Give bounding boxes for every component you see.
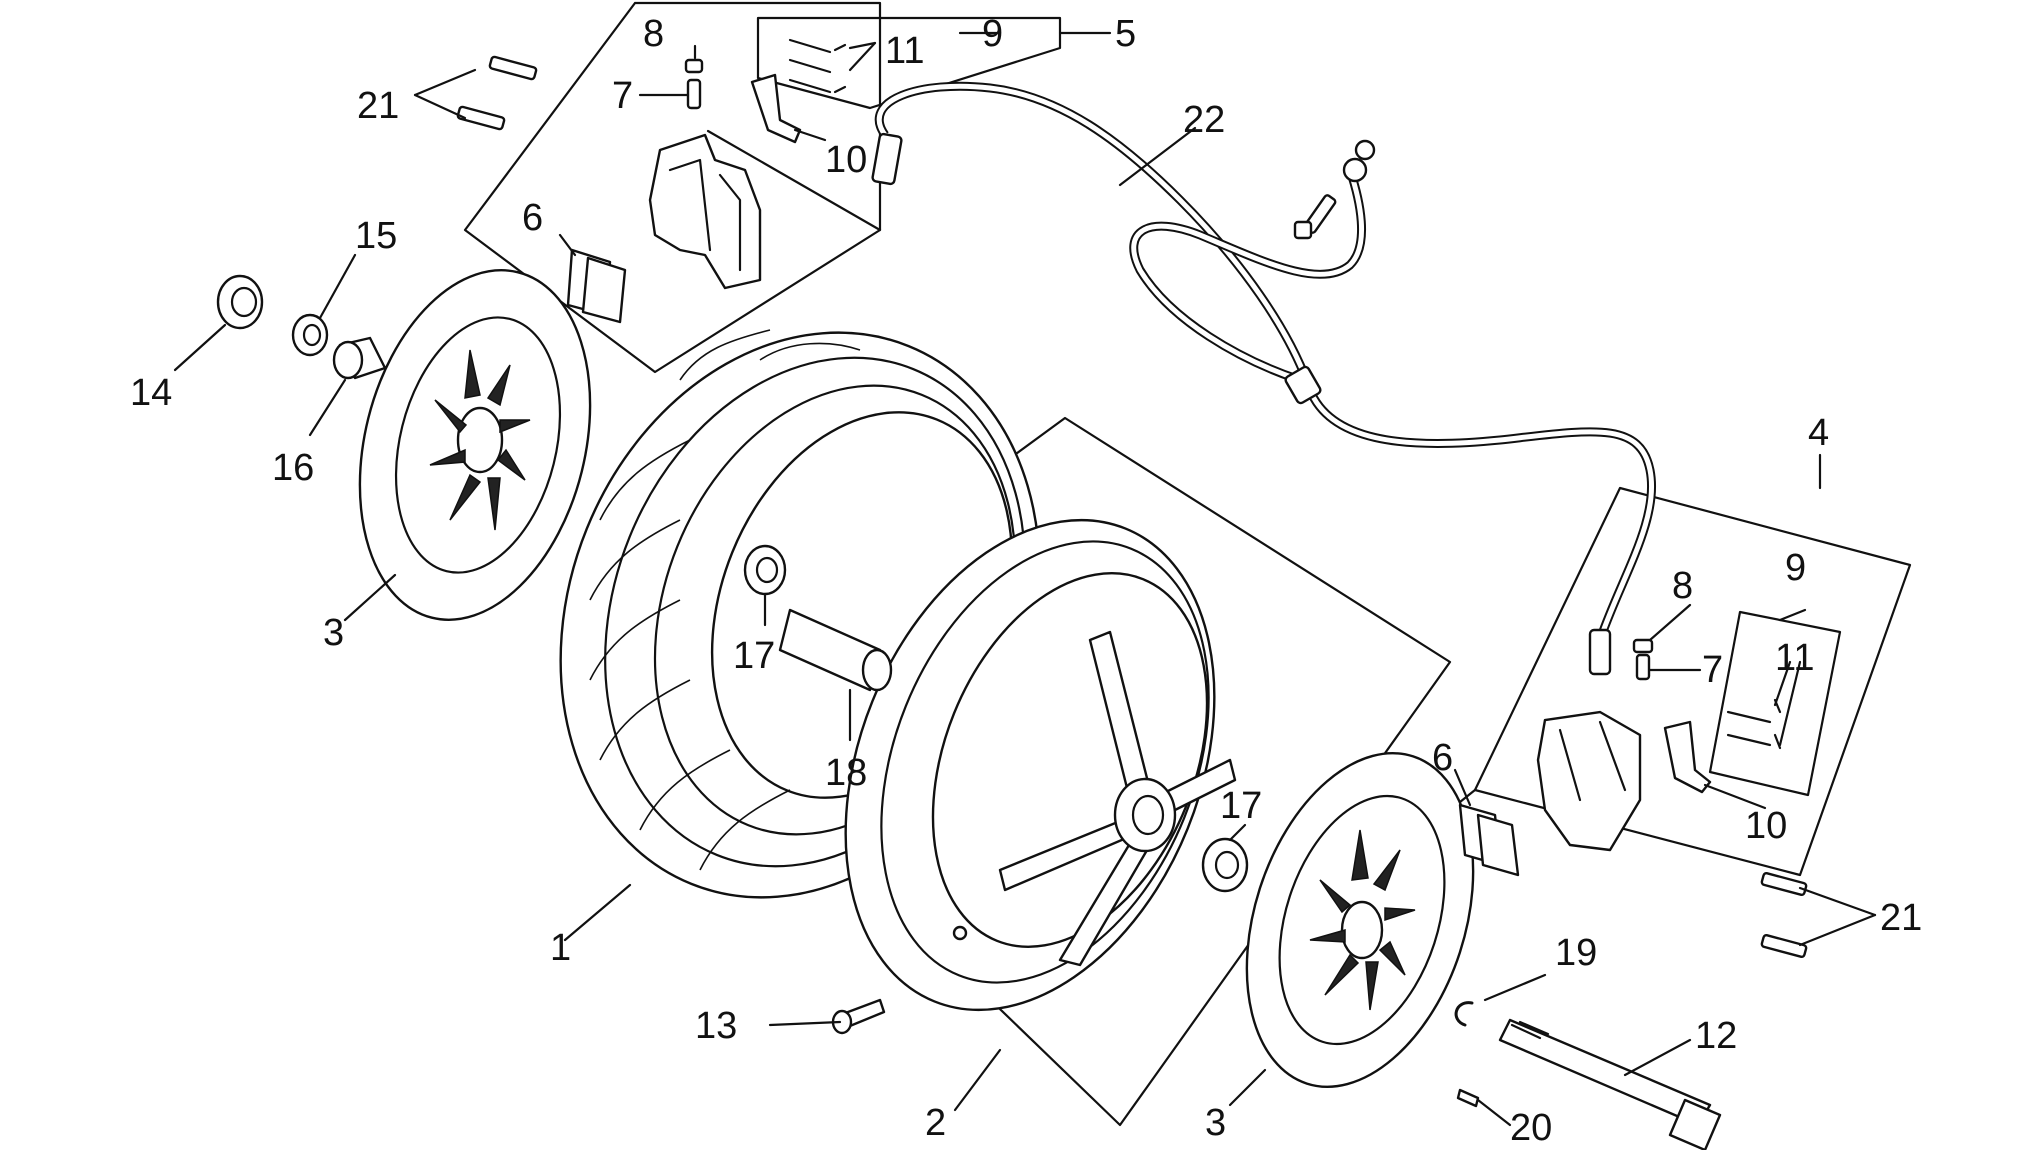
bearing-left-bore xyxy=(755,556,779,584)
spring-plate-upper xyxy=(750,73,802,144)
axle-spacer-end xyxy=(861,648,893,692)
rim-edge xyxy=(880,540,1210,984)
callout-19: 19 xyxy=(1555,932,1597,974)
callout-7-upper: 7 xyxy=(612,75,633,117)
banjo-fitting xyxy=(1342,157,1368,183)
callout-20: 20 xyxy=(1510,1107,1552,1149)
banjo-bolt-head xyxy=(1293,220,1313,240)
callout-14: 14 xyxy=(130,372,172,414)
circlip xyxy=(1454,1001,1474,1027)
pins-upper xyxy=(788,38,832,94)
rim-hub-bore xyxy=(1131,794,1165,836)
callout-11-upper: 11 xyxy=(885,30,924,72)
valve-hole xyxy=(952,925,968,941)
bearing-right xyxy=(1201,837,1249,893)
axle-thread xyxy=(1510,1020,1550,1040)
brake-disc-left xyxy=(358,269,592,621)
brake-pad-upper-2 xyxy=(581,256,627,324)
caliper-upper xyxy=(456,38,847,324)
spacer-16-face xyxy=(332,340,364,380)
callout-15: 15 xyxy=(355,215,397,257)
caliper-bolt-upper-1 xyxy=(488,55,538,81)
axle-nut-bore xyxy=(230,286,258,318)
bleeder-upper xyxy=(686,78,702,110)
hose-fitting-upper xyxy=(871,132,903,186)
disc-left-hub xyxy=(456,406,504,474)
caliper-bolt-lower-2 xyxy=(1760,933,1808,959)
callout-6-lower: 6 xyxy=(1432,737,1453,779)
washer xyxy=(291,313,329,357)
callout-9-upper: 9 xyxy=(982,13,1003,55)
callout-labels: 1 2 3 3 4 5 6 6 7 7 8 8 9 9 10 10 11 11 … xyxy=(130,13,1922,1149)
callout-8-upper: 8 xyxy=(643,13,664,55)
callout-10-lower: 10 xyxy=(1745,805,1787,847)
brake-hose xyxy=(871,81,1656,676)
callout-17-right: 17 xyxy=(1220,785,1262,827)
pin-kit-box-upper xyxy=(756,16,1062,110)
callout-11-lower: 11 xyxy=(1775,637,1814,679)
callout-21-upper: 21 xyxy=(357,85,399,127)
callout-18: 18 xyxy=(825,752,867,794)
leader-lines xyxy=(173,31,1877,1127)
axle-nut xyxy=(216,274,264,330)
disc-left-inner-ring xyxy=(394,316,562,574)
tyre-tread-pattern xyxy=(589,329,861,871)
callout-8-lower: 8 xyxy=(1672,565,1693,607)
axle-head xyxy=(1668,1098,1722,1150)
pin-clips-lower xyxy=(1773,698,1782,750)
spring-plate-lower xyxy=(1663,720,1712,794)
axle-spacer xyxy=(778,608,882,692)
rim-hub xyxy=(1113,777,1177,853)
caliper-lower-body xyxy=(1536,710,1642,852)
bearing-right-bore xyxy=(1214,850,1240,880)
caliper-upper-detail xyxy=(668,158,742,272)
disc-right-cutouts xyxy=(1309,829,1416,1011)
callout-10-upper: 10 xyxy=(825,139,867,181)
callout-9-lower: 9 xyxy=(1785,547,1806,589)
caliper-lower-detail xyxy=(1558,720,1627,802)
pins-lower xyxy=(1726,710,1772,747)
pin-kit-box-lower xyxy=(1708,610,1842,797)
hose-junction xyxy=(1284,365,1322,405)
bleeder-cap-lower xyxy=(1632,638,1654,654)
callout-13: 13 xyxy=(695,1005,737,1047)
callout-3-left: 3 xyxy=(323,612,344,654)
caliper-lower xyxy=(1458,638,1808,959)
washer-bore xyxy=(302,323,322,347)
callout-21-lower: 21 xyxy=(1880,897,1922,939)
disc-left-cutouts xyxy=(429,349,531,531)
callout-16: 16 xyxy=(272,447,314,489)
caliper-bolt-upper-2 xyxy=(456,105,506,131)
disc-screw xyxy=(1456,1088,1480,1108)
wheel-rim xyxy=(844,518,1237,1012)
callout-7-lower: 7 xyxy=(1702,649,1723,691)
caliper-group-box-upper-inner xyxy=(706,129,882,232)
callout-4: 4 xyxy=(1808,412,1829,454)
caliper-group-box-upper xyxy=(463,1,882,374)
hose-fitting-lower xyxy=(1588,628,1612,676)
callout-1: 1 xyxy=(550,927,571,969)
callout-6-upper: 6 xyxy=(522,197,543,239)
bearing-left xyxy=(743,544,787,596)
callout-12: 12 xyxy=(1695,1015,1737,1057)
caliper-group-box-lower xyxy=(1473,486,1912,877)
callout-22: 22 xyxy=(1183,99,1225,141)
bleeder-cap-upper xyxy=(684,58,704,74)
pin-clips-upper xyxy=(833,43,847,94)
disc-right-hub xyxy=(1340,900,1384,960)
disc-right-inner-ring xyxy=(1278,794,1446,1046)
banjo-washer xyxy=(1354,139,1376,161)
callout-5: 5 xyxy=(1115,13,1136,55)
hose-branch-inner xyxy=(1131,169,1364,383)
small-parts xyxy=(216,274,1722,1150)
brake-pad-lower-2 xyxy=(1476,813,1520,877)
brake-disc-right xyxy=(1245,752,1475,1088)
callout-2: 2 xyxy=(925,1102,946,1144)
bleeder-lower xyxy=(1635,653,1651,681)
callout-17-left: 17 xyxy=(733,635,775,677)
callout-3-right: 3 xyxy=(1205,1102,1226,1144)
